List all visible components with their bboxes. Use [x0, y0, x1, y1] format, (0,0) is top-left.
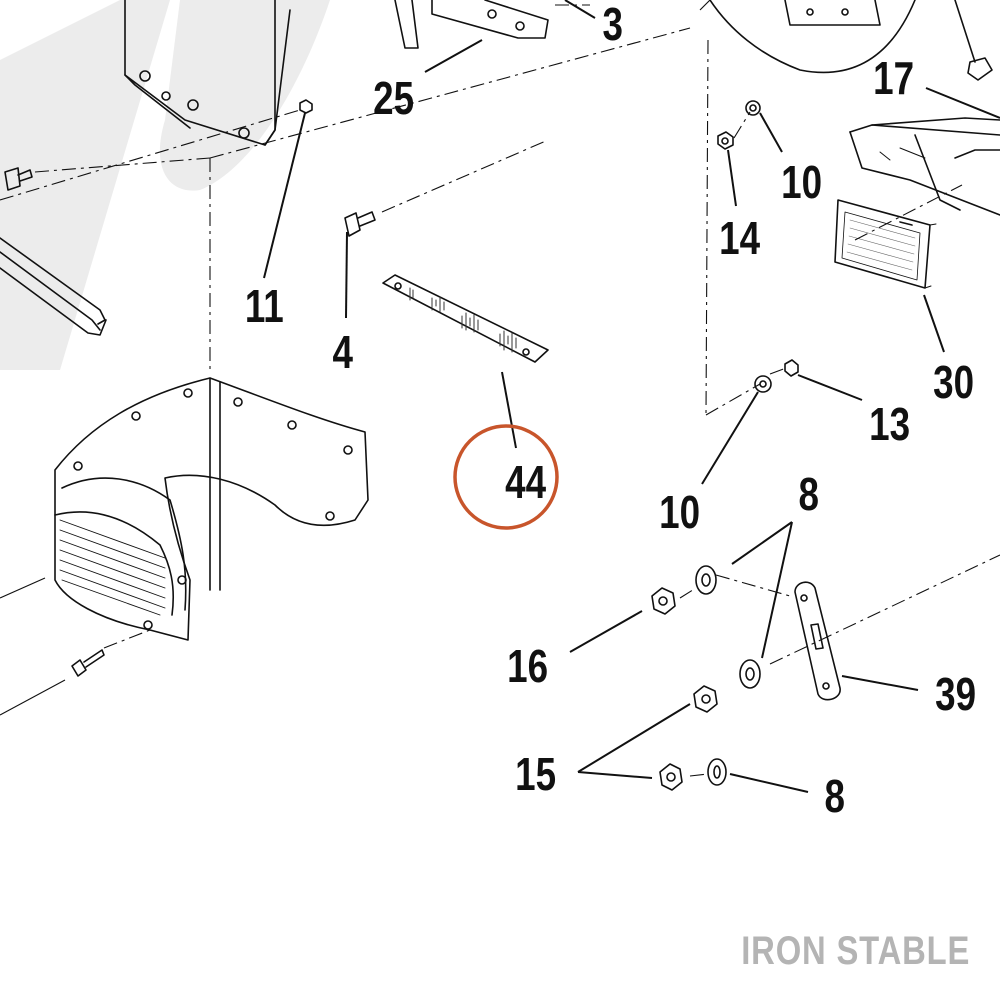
part-16-nut: [651, 587, 676, 615]
part-labels: 3 25 11 4 17 10 14 30 13 44 10 8 16 39 1…: [245, 0, 976, 822]
part-13-nut: [784, 359, 799, 377]
part-11-nut: [299, 99, 313, 114]
label-16: 16: [507, 640, 548, 692]
label-8-lower: 8: [825, 770, 845, 822]
label-3: 3: [603, 0, 623, 50]
label-10-upper: 10: [781, 156, 822, 208]
label-11: 11: [245, 280, 284, 332]
assembly-centerlines: [0, 0, 1000, 777]
leader-8a-1: [731, 521, 793, 565]
label-44: 44: [505, 456, 546, 508]
leader-10a: [759, 112, 783, 153]
part-8-washer-upper: [695, 565, 717, 595]
label-15: 15: [515, 748, 556, 800]
leader-15-1: [577, 703, 691, 773]
label-13: 13: [869, 398, 910, 450]
leader-30: [923, 294, 945, 353]
brand-logo-text: IRON STABLE: [741, 929, 970, 973]
leader-44: [501, 371, 517, 449]
leader-4: [345, 231, 348, 319]
leader-14: [727, 149, 737, 207]
part-39-strap: [794, 581, 841, 701]
watermark-shapes: [0, 0, 330, 370]
left-rail: [0, 237, 107, 336]
leader-8b: [729, 773, 809, 793]
label-25: 25: [373, 72, 414, 124]
leader-39: [841, 675, 919, 691]
leader-10b: [701, 391, 759, 485]
footrest-tread: [59, 519, 166, 616]
part-17-bolt: [954, 0, 993, 81]
footrest-assembly: [54, 377, 369, 641]
leader-16: [569, 610, 643, 653]
reflector-texture: [846, 219, 916, 271]
leader-25: [424, 39, 483, 73]
label-14: 14: [719, 212, 760, 264]
leader-13: [797, 374, 863, 401]
leader-8a-2: [761, 521, 793, 659]
part-10-washer-lower: [754, 375, 772, 393]
upper-right-fender: [709, 0, 916, 74]
leader-17: [925, 87, 1000, 119]
part-15-nut-lower: [659, 763, 683, 791]
part-10-washer-upper: [745, 100, 761, 116]
part-14-nut: [717, 131, 734, 150]
label-4: 4: [333, 326, 353, 378]
part-15-nut-upper: [693, 685, 718, 713]
label-39: 39: [935, 668, 976, 720]
part-8-washer-middle: [739, 659, 761, 689]
label-10-lower: 10: [659, 486, 700, 538]
left-edge-bolt: [4, 167, 33, 191]
leader-lines: [263, 0, 1000, 793]
upper-left-bracket: [124, 0, 419, 146]
part-4-bolt: [344, 211, 376, 237]
footrest-screw: [71, 649, 105, 677]
leader-11: [263, 112, 306, 279]
label-17: 17: [873, 52, 914, 104]
part-30-reflector: [834, 199, 937, 289]
label-8-upper: 8: [799, 468, 819, 520]
highlight-ring: [453, 424, 559, 530]
reflector-bracket: [849, 117, 1000, 216]
part-25-plate: [431, 0, 549, 39]
part-8-washer-lower: [707, 758, 727, 786]
label-30: 30: [933, 356, 974, 408]
leader-3: [564, 0, 596, 19]
leader-15-2: [577, 771, 653, 779]
part-44-decal: [382, 274, 549, 363]
